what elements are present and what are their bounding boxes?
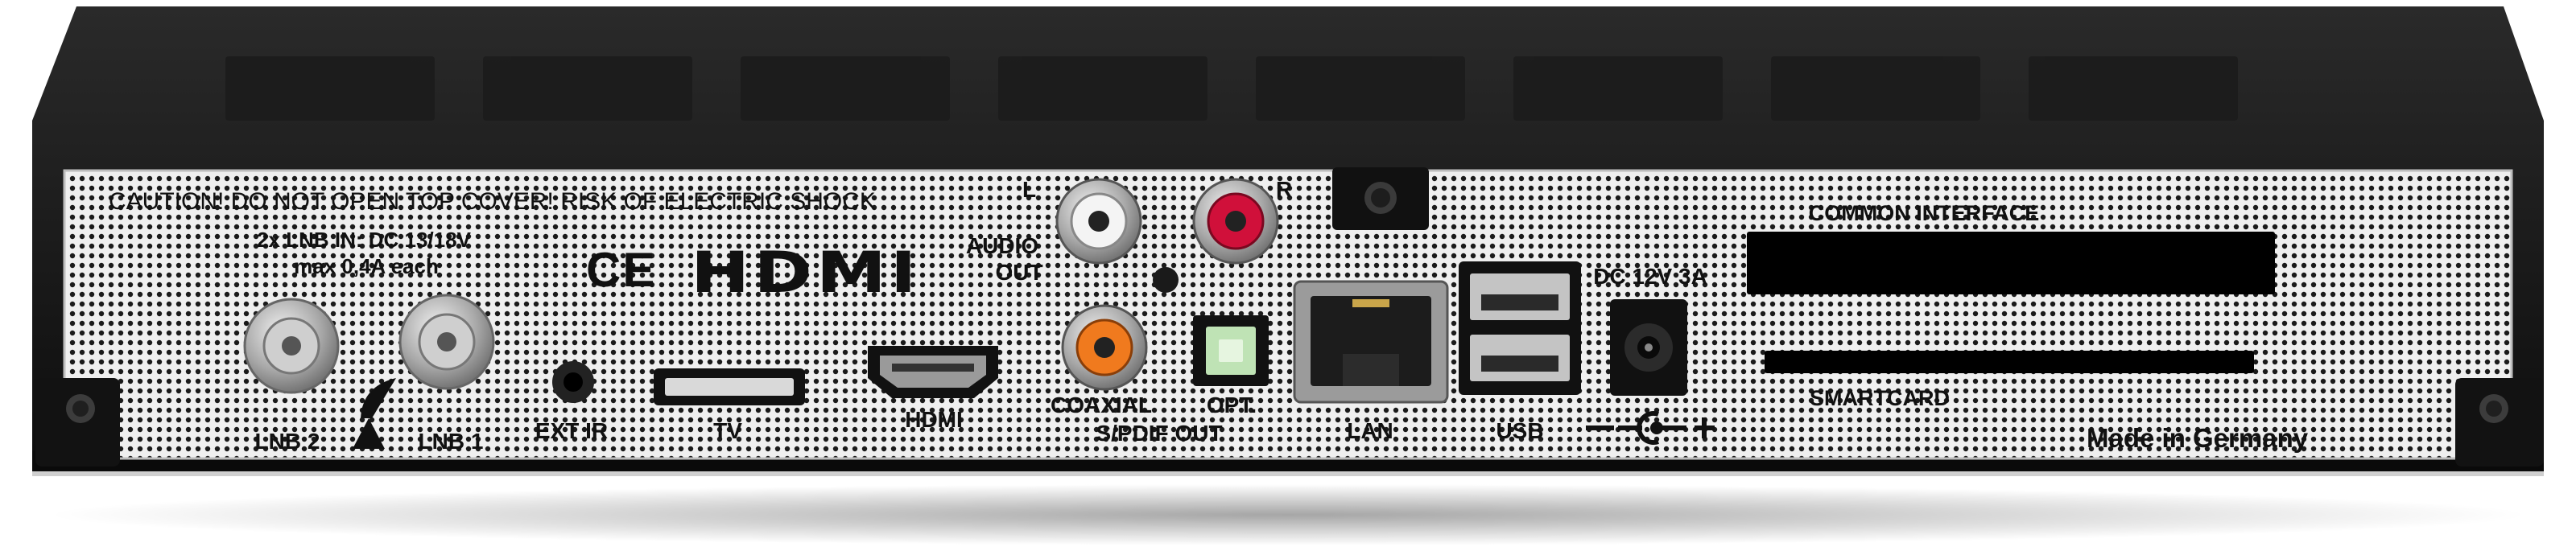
status-led-hole [1153, 267, 1179, 293]
common-interface-slot [1747, 232, 2275, 294]
lnb-spec-line1: 2x LNB IN: DC 13/18V [257, 228, 471, 252]
lnb1-connector [398, 294, 495, 390]
lnb2-connector [243, 298, 340, 394]
lan-label: LAN [1347, 418, 1393, 443]
lnb1-label: LNB 1 [418, 429, 484, 454]
optical-port [1193, 315, 1269, 386]
top-vents [225, 56, 2238, 121]
dc-polarity-symbol [1586, 411, 1715, 445]
hdmi-logo: HDMI [691, 240, 921, 306]
hdmi-port [868, 346, 998, 398]
satellite-dish-icon [353, 378, 396, 449]
ext-ir-label: EXT IR [535, 418, 609, 443]
made-in-germany-label: Made in Germany [2087, 423, 2309, 453]
perforated-back-panel [63, 169, 2513, 460]
rca-left-connector [1055, 178, 1142, 265]
lan-port [1293, 280, 1449, 404]
lnb-spec-line2: max 0,4A each [294, 254, 439, 278]
hdmi-label: HDMI [905, 407, 963, 432]
coaxial-connector [1061, 304, 1148, 391]
right-bracket [2455, 378, 2544, 467]
audio-out-label-top: AUDIO [965, 233, 1039, 258]
usb-ports [1459, 261, 1581, 395]
ce-mark: CE [586, 243, 657, 297]
tv-port [654, 368, 805, 405]
dc-power-jack [1610, 299, 1687, 396]
tv-label: TV [713, 418, 742, 443]
floor-shadow [48, 484, 2528, 545]
common-interface-label: COMMON INTERFACE [1808, 201, 2040, 225]
audio-right-label: R [1276, 177, 1293, 202]
dc-input-label: DC 12V 3A [1593, 264, 1707, 289]
audio-left-label: L [1022, 177, 1037, 202]
audio-out-label-bottom: OUT [995, 260, 1043, 285]
rca-right-connector [1192, 178, 1279, 265]
spdif-out-label: S/PDIF OUT [1096, 421, 1223, 446]
smartcard-label: SMARTCARD [1810, 386, 1950, 410]
ext-ir-jack [552, 361, 594, 403]
caution-warning: CAUTION! DO NOT OPEN TOP COVER! RISK OF … [109, 188, 876, 215]
smartcard-slot [1765, 351, 2254, 373]
usb-label: USB [1496, 418, 1544, 443]
lnb2-label: LNB 2 [254, 429, 320, 454]
chassis-bottom-edge [32, 471, 2544, 476]
optical-label: OPT. [1206, 393, 1257, 417]
coaxial-label: COAXIAL [1051, 393, 1152, 417]
